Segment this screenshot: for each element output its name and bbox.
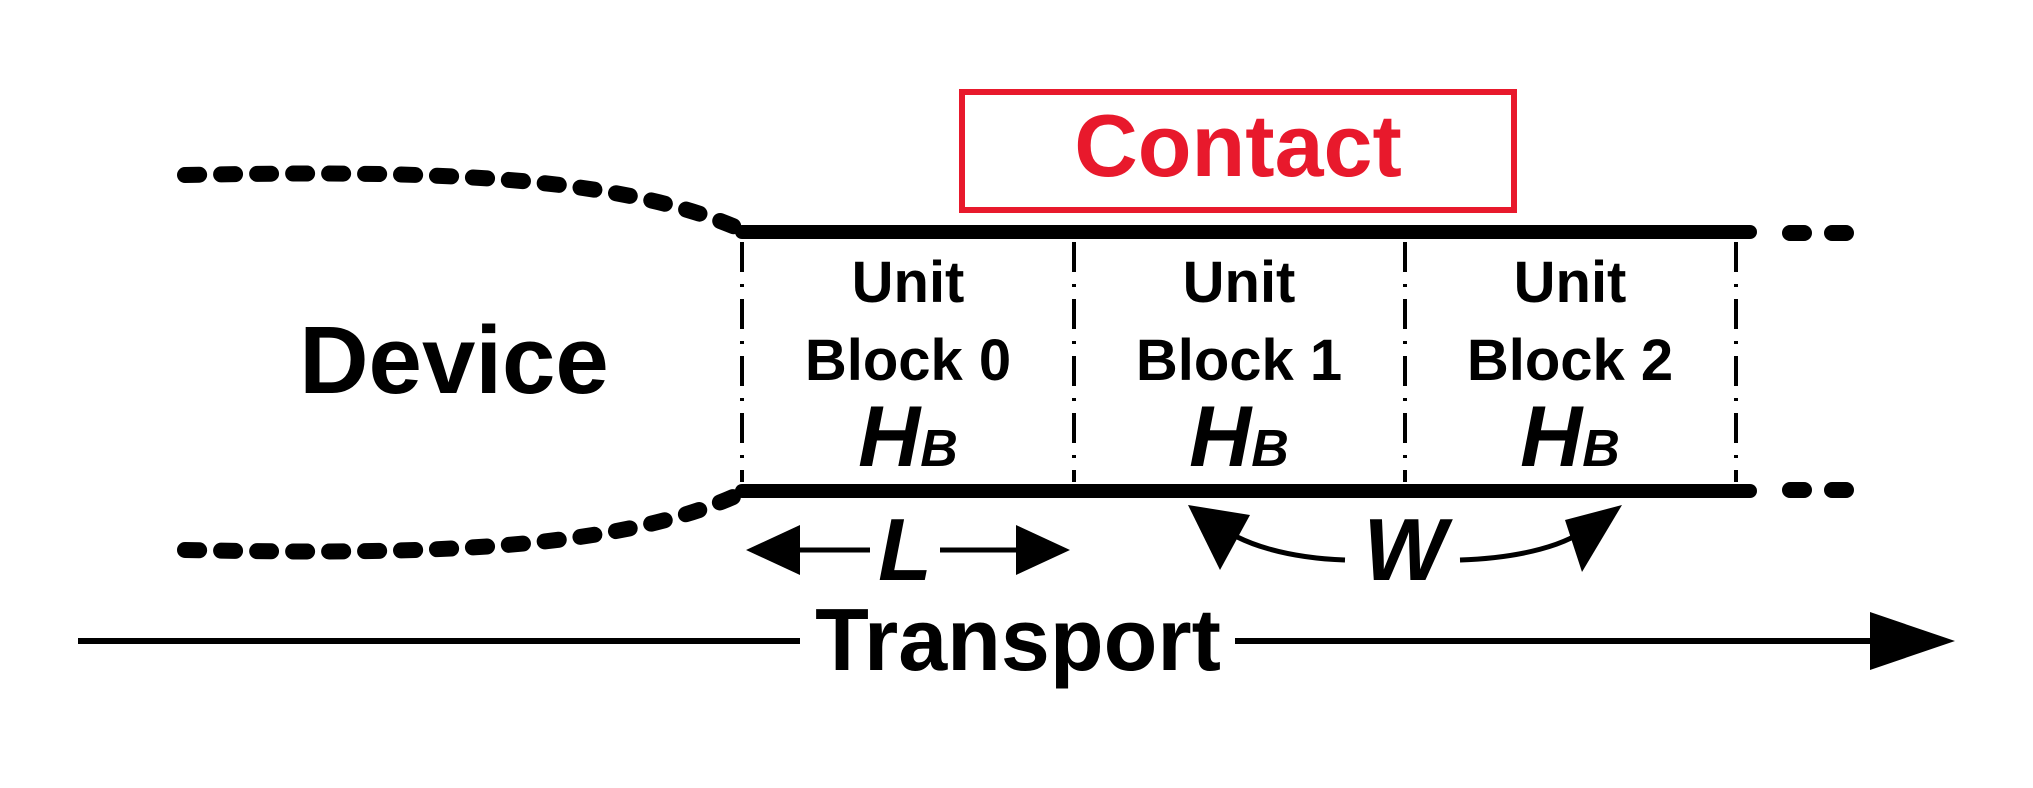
length-arrow-right-head (1016, 525, 1070, 575)
device-top-dashed-curve (177, 165, 750, 238)
unit-block-2-h-sub: B (1582, 420, 1620, 478)
length-dimension: L (746, 500, 1070, 599)
contact-label: Contact (1074, 96, 1402, 195)
width-dimension: W (1188, 500, 1622, 599)
length-label: L (878, 500, 932, 599)
unit-block-0-h: H (858, 389, 922, 485)
width-label: W (1363, 500, 1453, 599)
width-arrow-left-head (1188, 505, 1250, 570)
unit-block-1-hb: HB (1189, 389, 1289, 485)
transport-arrow: Transport (78, 590, 1955, 689)
unit-block-0-hb: HB (858, 389, 958, 485)
unit-block-1-h: H (1189, 389, 1253, 485)
unit-block-0: Unit Block 0 HB (805, 250, 1011, 485)
width-arrow-right-head (1565, 505, 1622, 572)
unit-block-2-h: H (1520, 389, 1584, 485)
transport-label: Transport (815, 590, 1221, 689)
unit-block-0-line2: Block 0 (805, 328, 1011, 393)
transport-arrow-head (1870, 612, 1955, 670)
unit-block-1-line2: Block 1 (1136, 328, 1342, 393)
unit-block-1: Unit Block 1 HB (1136, 250, 1342, 485)
device-label: Device (299, 307, 609, 414)
unit-block-1-line1: Unit (1183, 250, 1296, 315)
unit-block-2-line1: Unit (1514, 250, 1627, 315)
unit-block-1-h-sub: B (1251, 420, 1289, 478)
length-arrow-left-head (746, 525, 800, 575)
device-bottom-dashed-curve (177, 485, 750, 560)
unit-block-2-hb: HB (1520, 389, 1620, 485)
unit-block-2: Unit Block 2 HB (1467, 250, 1673, 485)
unit-block-0-h-sub: B (920, 420, 958, 478)
unit-block-2-line2: Block 2 (1467, 328, 1673, 393)
contact-box (959, 89, 1517, 213)
unit-block-0-line1: Unit (852, 250, 965, 315)
